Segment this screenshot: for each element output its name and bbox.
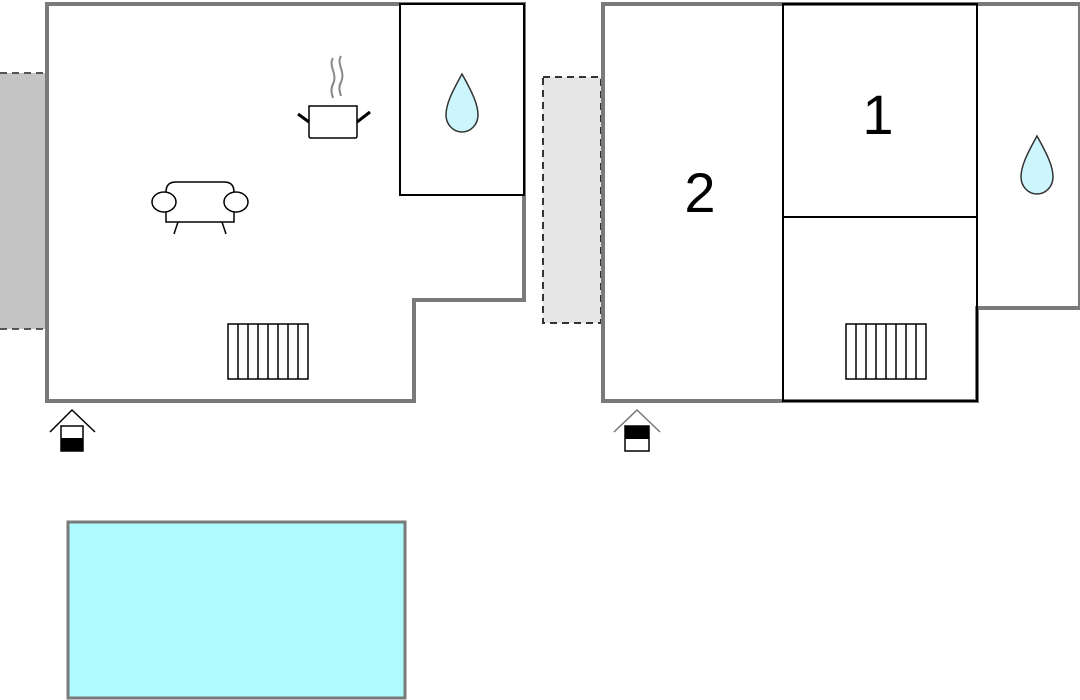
stairs-icon — [845, 323, 927, 380]
sofa-icon — [151, 181, 249, 235]
entrance-house-icon — [49, 408, 96, 452]
stairs-icon — [227, 323, 309, 380]
terrace-right — [542, 76, 602, 324]
terrace-left — [0, 73, 46, 329]
swimming-pool — [66, 520, 407, 700]
right-unit-walls — [601, 2, 1080, 403]
room-label-1: 1 — [862, 83, 893, 146]
water-drop-icon — [1020, 134, 1054, 195]
right-unit: 2 1 — [542, 2, 1080, 452]
cooking-pot-icon — [297, 55, 371, 139]
water-drop-icon — [445, 72, 479, 133]
room-label-2: 2 — [684, 161, 715, 224]
entrance-house-icon — [613, 408, 661, 452]
left-unit — [0, 2, 526, 452]
